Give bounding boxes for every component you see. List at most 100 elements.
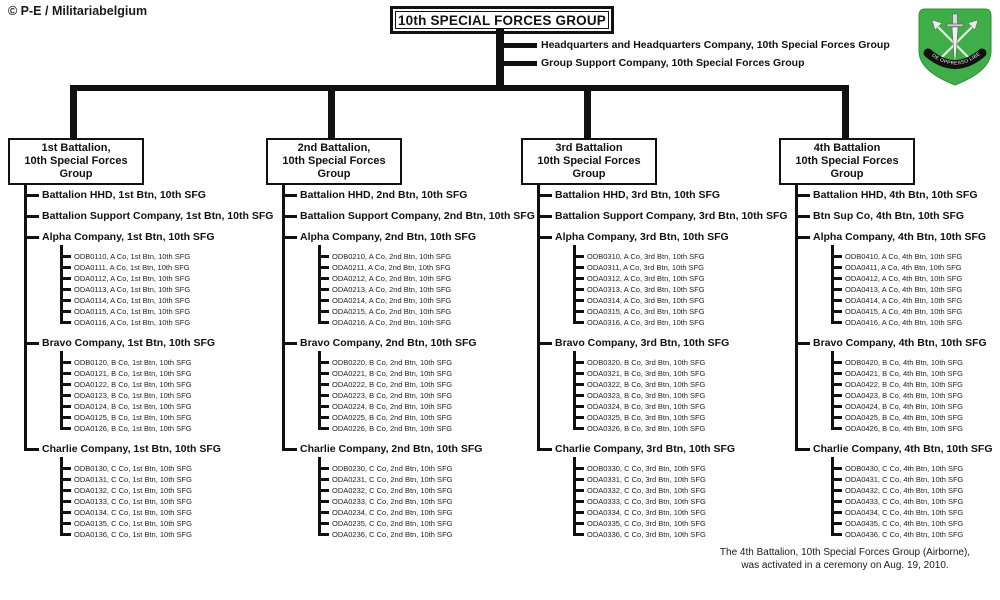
connector-tick: [795, 215, 810, 218]
team-label: ODA0331, C Co, 3rd Btn, 10th SFG: [587, 475, 706, 484]
connector-spine: [537, 185, 540, 451]
company: Bravo Company, 4th Btn, 10th SFG: [795, 333, 1000, 354]
connector-tick: [795, 342, 810, 345]
connector-tick: [60, 321, 71, 324]
team-label: ODA0221, B Co, 2nd Btn, 10th SFG: [332, 369, 453, 378]
team-label: ODA0113, A Co, 1st Btn, 10th SFG: [74, 285, 191, 294]
team: ODA0435, C Co, 4th Btn, 10th SFG: [831, 518, 1000, 529]
team: ODB0110, A Co, 1st Btn, 10th SFG: [60, 251, 260, 262]
team: ODA0322, B Co, 3rd Btn, 10th SFG: [573, 379, 773, 390]
team-label: ODA0231, C Co, 2nd Btn, 10th SFG: [332, 475, 453, 484]
team-label: ODA0136, C Co, 1st Btn, 10th SFG: [74, 530, 192, 539]
copyright-text: © P-E / Militariabelgium: [8, 4, 148, 18]
team: ODA0431, C Co, 4th Btn, 10th SFG: [831, 474, 1000, 485]
connector-tick: [831, 467, 842, 470]
team: ODB0420, B Co, 4th Btn, 10th SFG: [831, 357, 1000, 368]
connector-tick: [318, 310, 329, 313]
battalion-name-line1: 4th Battalion: [813, 142, 881, 154]
team-label: ODA0422, B Co, 4th Btn, 10th SFG: [845, 380, 963, 389]
connector-tick: [831, 478, 842, 481]
connector-drop-4: [842, 89, 849, 138]
team-label: ODA0416, A Co, 4th Btn, 10th SFG: [845, 318, 963, 327]
battalion-unit-label: Battalion Support Company, 3rd Btn, 10th…: [555, 210, 788, 222]
team-label: ODA0116, A Co, 1st Btn, 10th SFG: [74, 318, 191, 327]
team-label: ODA0234, C Co, 2nd Btn, 10th SFG: [332, 508, 453, 517]
team: ODA0433, C Co, 4th Btn, 10th SFG: [831, 496, 1000, 507]
connector-tick: [831, 405, 842, 408]
team-label: ODB0420, B Co, 4th Btn, 10th SFG: [845, 358, 963, 367]
connector-tick: [60, 533, 71, 536]
team-label: ODA0426, B Co, 4th Btn, 10th SFG: [845, 424, 963, 433]
connector-sub-spine: [573, 245, 576, 324]
connector-tick: [318, 500, 329, 503]
team: ODA0416, A Co, 4th Btn, 10th SFG: [831, 317, 1000, 328]
connector-sub-spine: [318, 457, 321, 536]
connector-tick: [573, 416, 584, 419]
team: ODA0121, B Co, 1st Btn, 10th SFG: [60, 368, 260, 379]
team: ODA0213, A Co, 2nd Btn, 10th SFG: [318, 284, 518, 295]
connector-tick: [537, 448, 552, 451]
connector-tick: [24, 215, 39, 218]
team: ODA0226, B Co, 2nd Btn, 10th SFG: [318, 423, 518, 434]
connector-tick: [318, 489, 329, 492]
team: ODB0130, C Co, 1st Btn, 10th SFG: [60, 463, 260, 474]
team: ODA0336, C Co, 3rd Btn, 10th SFG: [573, 529, 773, 540]
connector-tick: [831, 489, 842, 492]
team-label: ODB0130, C Co, 1st Btn, 10th SFG: [74, 464, 192, 473]
team: ODA0131, C Co, 1st Btn, 10th SFG: [60, 474, 260, 485]
team-label: ODA0315, A Co, 3rd Btn, 10th SFG: [587, 307, 705, 316]
connector-tick: [573, 361, 584, 364]
team: ODA0123, B Co, 1st Btn, 10th SFG: [60, 390, 260, 401]
team: ODA0114, A Co, 1st Btn, 10th SFG: [60, 295, 260, 306]
team-label: ODA0432, C Co, 4th Btn, 10th SFG: [845, 486, 964, 495]
team: ODA0436, C Co, 4th Btn, 10th SFG: [831, 529, 1000, 540]
team: ODB0320, B Co, 3rd Btn, 10th SFG: [573, 357, 773, 368]
team: ODA0222, B Co, 2nd Btn, 10th SFG: [318, 379, 518, 390]
connector-tick: [831, 383, 842, 386]
team: ODA0211, A Co, 2nd Btn, 10th SFG: [318, 262, 518, 273]
company-label: Alpha Company, 4th Btn, 10th SFG: [813, 231, 987, 243]
connector-tick: [24, 194, 39, 197]
connector-tick: [573, 533, 584, 536]
connector-sub-spine: [318, 245, 321, 324]
connector-tick: [318, 321, 329, 324]
team-label: ODA0334, C Co, 3rd Btn, 10th SFG: [587, 508, 706, 517]
team-label: ODA0123, B Co, 1st Btn, 10th SFG: [74, 391, 192, 400]
team-label: ODA0135, C Co, 1st Btn, 10th SFG: [74, 519, 192, 528]
team: ODA0415, A Co, 4th Btn, 10th SFG: [831, 306, 1000, 317]
team: ODA0412, A Co, 4th Btn, 10th SFG: [831, 273, 1000, 284]
connector-tick: [573, 489, 584, 492]
company: Charlie Company, 2nd Btn, 10th SFG: [282, 439, 518, 460]
connector-tick: [573, 383, 584, 386]
battalion-unit: Battalion Support Company, 2nd Btn, 10th…: [282, 206, 535, 227]
connector-sub-spine: [318, 351, 321, 430]
team-label: ODB0110, A Co, 1st Btn, 10th SFG: [74, 252, 191, 261]
connector-tick: [282, 194, 297, 197]
team: ODA0323, B Co, 3rd Btn, 10th SFG: [573, 390, 773, 401]
connector-root-trunk: [496, 28, 504, 91]
sfg-beret-flash-insignia: DE OPPRESSO LIBER: [914, 6, 992, 86]
company: Alpha Company, 3rd Btn, 10th SFG: [537, 227, 773, 248]
team: ODA0425, B Co, 4th Btn, 10th SFG: [831, 412, 1000, 423]
team-label: ODB0410, A Co, 4th Btn, 10th SFG: [845, 252, 963, 261]
connector-tick: [573, 467, 584, 470]
team: ODA0111, A Co, 1st Btn, 10th SFG: [60, 262, 260, 273]
team-label: ODA0213, A Co, 2nd Btn, 10th SFG: [332, 285, 452, 294]
connector-tick: [537, 194, 552, 197]
team-label: ODA0414, A Co, 4th Btn, 10th SFG: [845, 296, 963, 305]
connector-tick: [831, 511, 842, 514]
team-label: ODA0333, C Co, 3rd Btn, 10th SFG: [587, 497, 706, 506]
team: ODA0411, A Co, 4th Btn, 10th SFG: [831, 262, 1000, 273]
connector-bus: [70, 85, 849, 91]
connector-spine: [24, 185, 27, 451]
company-label: Charlie Company, 4th Btn, 10th SFG: [813, 443, 993, 455]
